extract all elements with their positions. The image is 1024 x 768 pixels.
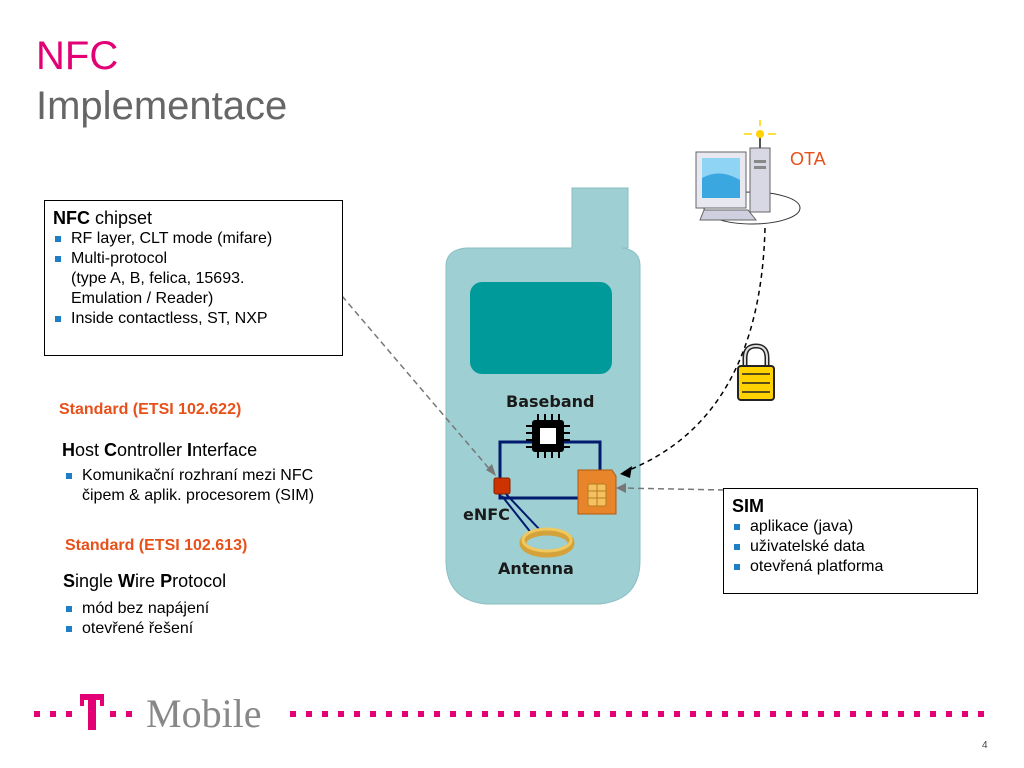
nfc-chipset-heading: NFC chipset	[53, 207, 334, 229]
page-number: 4	[982, 740, 988, 751]
swp-p-rest: rotocol	[172, 571, 227, 591]
swp-list: mód bez napájení otevřené řešení	[64, 599, 209, 639]
swp-w: W	[118, 571, 136, 591]
enfc-label: eNFC	[463, 505, 510, 524]
nfc-heading-rest: chipset	[90, 208, 153, 228]
list-item: mód bez napájení	[64, 599, 209, 619]
antenna-label: Antenna	[498, 559, 574, 578]
ota-label: OTA	[790, 149, 826, 169]
hci-c: C	[104, 440, 118, 460]
baseband-label: Baseband	[506, 392, 595, 411]
swp-w-rest: ire	[135, 571, 161, 591]
nfc-chipset-box: NFC chipset RF layer, CLT mode (mifare) …	[44, 200, 343, 356]
list-item: aplikace (java)	[732, 517, 969, 537]
swp-s-rest: ingle	[75, 571, 119, 591]
list-item: Komunikační rozhraní mezi NFC čipem & apl…	[64, 466, 314, 506]
slide-subtitle: Implementace	[36, 84, 288, 128]
baseband-chip-icon	[526, 414, 570, 458]
sim-list: aplikace (java) uživatelské data otevřen…	[732, 517, 969, 577]
t-mobile-logo-icon	[80, 694, 104, 730]
phone-screen	[470, 282, 612, 374]
hci-heading: Host Controller Interface	[62, 439, 257, 461]
list-item: otevřená platforma	[732, 557, 969, 577]
enfc-chip-icon	[493, 477, 511, 495]
swp-p: P	[160, 571, 173, 591]
connector-lines	[341, 295, 725, 491]
footer-dots	[34, 711, 984, 717]
sim-title: SIM	[732, 496, 765, 516]
hci-h-rest: ost	[75, 440, 105, 460]
swp-s: S	[63, 571, 76, 591]
list-item-line: (type A, B, felica, 15693.	[71, 270, 245, 287]
antenna-icon	[501, 493, 575, 558]
hci-standard: Standard (ETSI 102.622)	[59, 401, 242, 418]
list-item-line: čipem & aplik. procesorem (SIM)	[82, 487, 315, 504]
arrow-ota-sim	[620, 466, 632, 478]
list-item: Multi-protocol (type A, B, felica, 15693.…	[53, 249, 334, 309]
hci-h: H	[62, 440, 75, 460]
list-item-line: Emulation / Reader)	[71, 290, 214, 307]
computer-icon	[695, 120, 801, 225]
hci-list: Komunikační rozhraní mezi NFC čipem & apl…	[64, 466, 314, 506]
padlock-icon	[737, 343, 775, 401]
list-item: RF layer, CLT mode (mifare)	[53, 229, 334, 249]
list-item-line: Multi-protocol	[71, 250, 168, 267]
hci-i: I	[187, 440, 193, 460]
sim-card-icon	[577, 469, 617, 515]
swp-heading: Single Wire Protocol	[63, 570, 226, 592]
sim-box: SIM aplikace (java) uživatelské data ote…	[723, 488, 978, 594]
hci-i-rest: nterface	[192, 440, 258, 460]
brand-name: Mobile	[146, 691, 262, 736]
list-item: otevřené řešení	[64, 619, 209, 639]
sim-heading: SIM	[732, 495, 969, 517]
arrow-to-sim	[616, 483, 626, 493]
list-item-line: Komunikační rozhraní mezi NFC	[82, 467, 314, 484]
hci-c-rest: ontroller	[117, 440, 188, 460]
arrow-to-enfc	[486, 464, 496, 476]
nfc-heading-bold: NFC	[53, 208, 90, 228]
swp-standard: Standard (ETSI 102.613)	[65, 537, 248, 554]
ota-link	[623, 227, 766, 473]
list-item: uživatelské data	[732, 537, 969, 557]
slide-title: NFC	[36, 34, 119, 78]
nfc-chipset-list: RF layer, CLT mode (mifare) Multi-protoc…	[53, 229, 334, 329]
list-item: Inside contactless, ST, NXP	[53, 309, 334, 329]
